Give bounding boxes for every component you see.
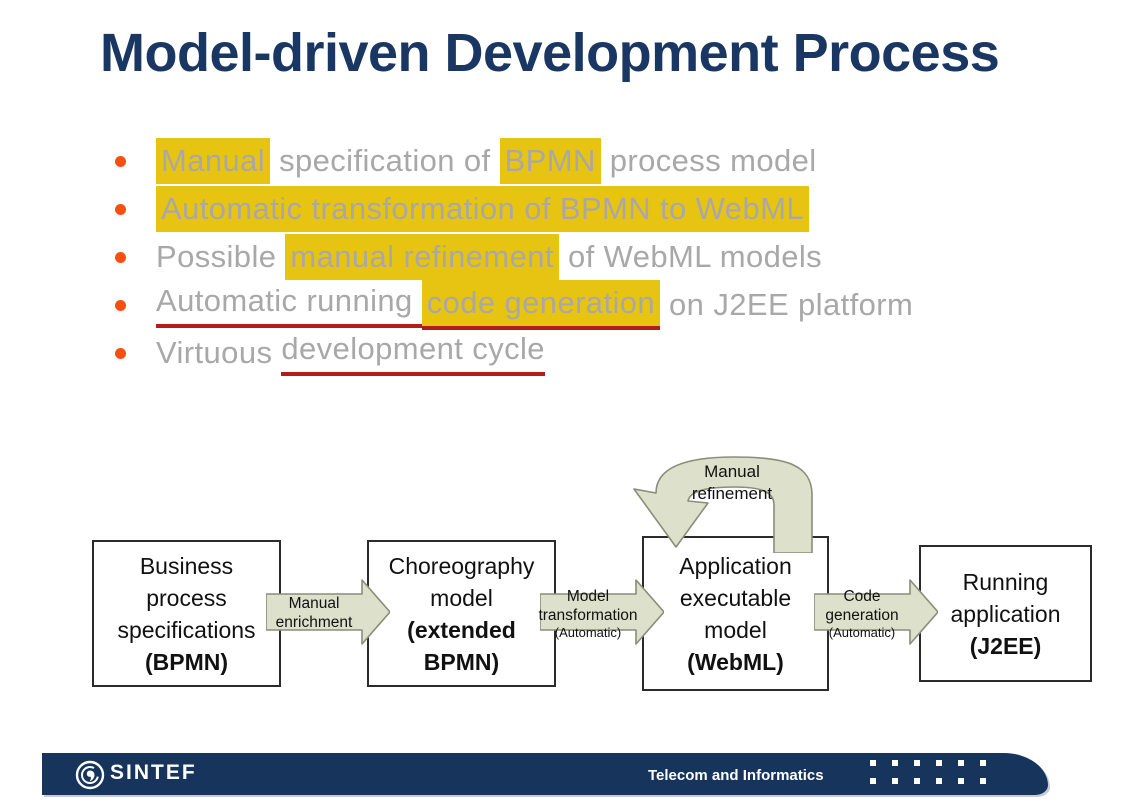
footer-dot: [958, 760, 964, 766]
highlighted-text: BPMN: [499, 138, 601, 184]
sintef-logo-icon: [75, 760, 105, 790]
box-text-line: Application: [679, 552, 792, 579]
sintef-logo-text: SINTEF: [110, 761, 197, 784]
highlighted-text: Manual: [156, 138, 271, 184]
bullet-text: process model: [600, 143, 817, 178]
highlighted-text: manual refinement: [285, 234, 559, 280]
box-text-line: Choreography: [388, 552, 535, 579]
footer-dot: [914, 778, 920, 784]
arrow-label-line: (Automatic): [828, 624, 896, 640]
box-text-line: Business: [139, 552, 234, 579]
bullet-dot: [115, 155, 126, 167]
footer-dot: [870, 760, 876, 766]
footer-dot: [870, 778, 876, 784]
underlined-text: development cycle: [281, 331, 545, 376]
arrow-label-line: generation: [825, 606, 899, 624]
box-text-line: process: [146, 584, 227, 611]
box-text-line: executable: [679, 584, 792, 611]
box-webml: Application executable model (WebML): [642, 536, 829, 691]
highlighted-text: code generation: [421, 280, 661, 330]
arrow-manual-enrichment: [266, 579, 390, 645]
bullet-item: Possible manual refinement of WebML mode…: [100, 233, 913, 281]
arrow-label-line: Model: [566, 587, 610, 605]
footer-dot: [980, 760, 986, 766]
arrow-label-line: transformation: [538, 606, 638, 624]
box-text-line: model: [430, 584, 493, 611]
bullet-item: Virtuous development cycle: [100, 329, 913, 377]
bullet-text: Virtuous: [156, 335, 282, 370]
bullet-text: specification of: [270, 143, 500, 178]
bullet-dot: [115, 203, 126, 215]
bullet-item: Automatic running code generation on J2E…: [100, 280, 914, 330]
bullet-dot: [115, 251, 126, 263]
slide-title: Model-driven Development Process: [100, 23, 1000, 83]
box-text-line: (BPMN): [144, 648, 229, 675]
footer-dot: [936, 778, 942, 784]
bullet-item: Automatic transformation of BPMN to WebM…: [100, 185, 913, 233]
bullet-text: on J2EE platform: [660, 287, 914, 322]
box-text-line: BPMN): [423, 648, 500, 675]
box-text-line: (J2EE): [969, 632, 1042, 659]
footer-dot: [958, 778, 964, 784]
footer-dots-pattern: [870, 760, 986, 784]
box-text-line: specifications: [117, 616, 256, 643]
footer-department: Telecom and Informatics: [648, 767, 824, 784]
box-text-line: (extended: [407, 616, 516, 643]
highlighted-text: Automatic transformation of BPMN to WebM…: [156, 186, 809, 232]
arrow-code-generation: [814, 579, 938, 645]
manual-refinement-loop-arrow: [633, 456, 813, 553]
bullet-list: Manual specification of BPMN process mod…: [100, 137, 913, 377]
bullet-item: Manual specification of BPMN process mod…: [100, 137, 913, 185]
loop-arrow-label: Manual refinement: [652, 461, 812, 505]
box-bpmn: Business process specifications (BPMN): [92, 540, 281, 687]
bullet-text: of WebML models: [558, 239, 823, 274]
footer-bar: SINTEF Telecom and Informatics: [42, 753, 1048, 795]
arrow-manual-enrichment-label: Manual enrichment: [266, 589, 362, 637]
loop-label-line: Manual: [704, 462, 760, 481]
arrow-label-line: Code: [843, 587, 881, 605]
underlined-text: Automatic running: [156, 283, 422, 328]
arrow-model-transformation: [540, 579, 664, 645]
loop-label-line: refinement: [691, 484, 773, 503]
footer-dot: [892, 760, 898, 766]
box-j2ee: Running application (J2EE): [919, 545, 1092, 682]
arrow-label-line: Manual: [288, 595, 340, 612]
footer-dot: [980, 778, 986, 784]
footer-dot: [914, 760, 920, 766]
arrow-label-line: enrichment: [275, 614, 353, 631]
bullet-dot: [115, 299, 126, 311]
box-text-line: Running: [962, 568, 1049, 595]
bullet-text: Possible: [156, 239, 286, 274]
bullet-dot: [115, 347, 126, 359]
box-text-line: model: [704, 616, 767, 643]
box-text-line: application: [950, 600, 1061, 627]
footer-dot: [892, 778, 898, 784]
box-text-line: (WebML): [687, 648, 784, 675]
arrow-label-line: (Automatic): [554, 624, 622, 640]
footer-dot: [936, 760, 942, 766]
